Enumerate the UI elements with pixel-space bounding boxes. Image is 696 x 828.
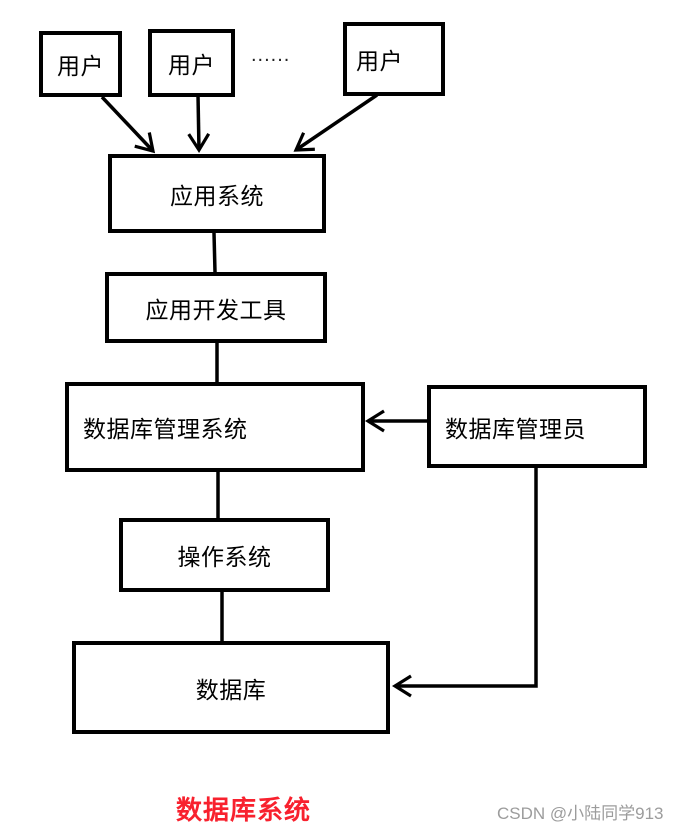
csdn-watermark: CSDN @小陆同学913 [497, 804, 664, 823]
node-user-2: 用户 [148, 29, 235, 97]
node-os-label: 操作系统 [177, 544, 272, 570]
node-dbms-label: 数据库管理系统 [83, 416, 248, 442]
node-app-system: 应用系统 [108, 154, 326, 233]
node-dba: 数据库管理员 [427, 385, 647, 468]
node-database-label: 数据库 [195, 676, 267, 703]
node-user-3-label: 用户 [356, 48, 403, 74]
ellipsis-dots: ...... [251, 44, 291, 66]
node-database: 数据库 [72, 641, 390, 734]
arrow-user1-to-app-system [100, 95, 156, 154]
node-dbms: 数据库管理系统 [65, 382, 365, 472]
node-user-3: 用户 [343, 22, 445, 96]
node-dba-label: 数据库管理员 [445, 415, 586, 442]
line-app-system-to-dev-tools [212, 232, 217, 273]
node-os: 操作系统 [119, 518, 330, 592]
node-app-system-label: 应用系统 [170, 182, 264, 209]
node-user-1: 用户 [39, 31, 122, 97]
node-user-1-label: 用户 [57, 53, 104, 79]
arrow-user3-to-app-system [293, 93, 378, 152]
arrow-user2-to-app-system [187, 94, 211, 154]
node-app-dev-tools-label: 应用开发工具 [145, 296, 287, 323]
node-app-dev-tools: 应用开发工具 [105, 272, 327, 343]
arrow-dba-to-database [391, 468, 538, 698]
diagram-caption: 数据库系统 [176, 795, 312, 825]
node-user-2-label: 用户 [168, 52, 215, 78]
